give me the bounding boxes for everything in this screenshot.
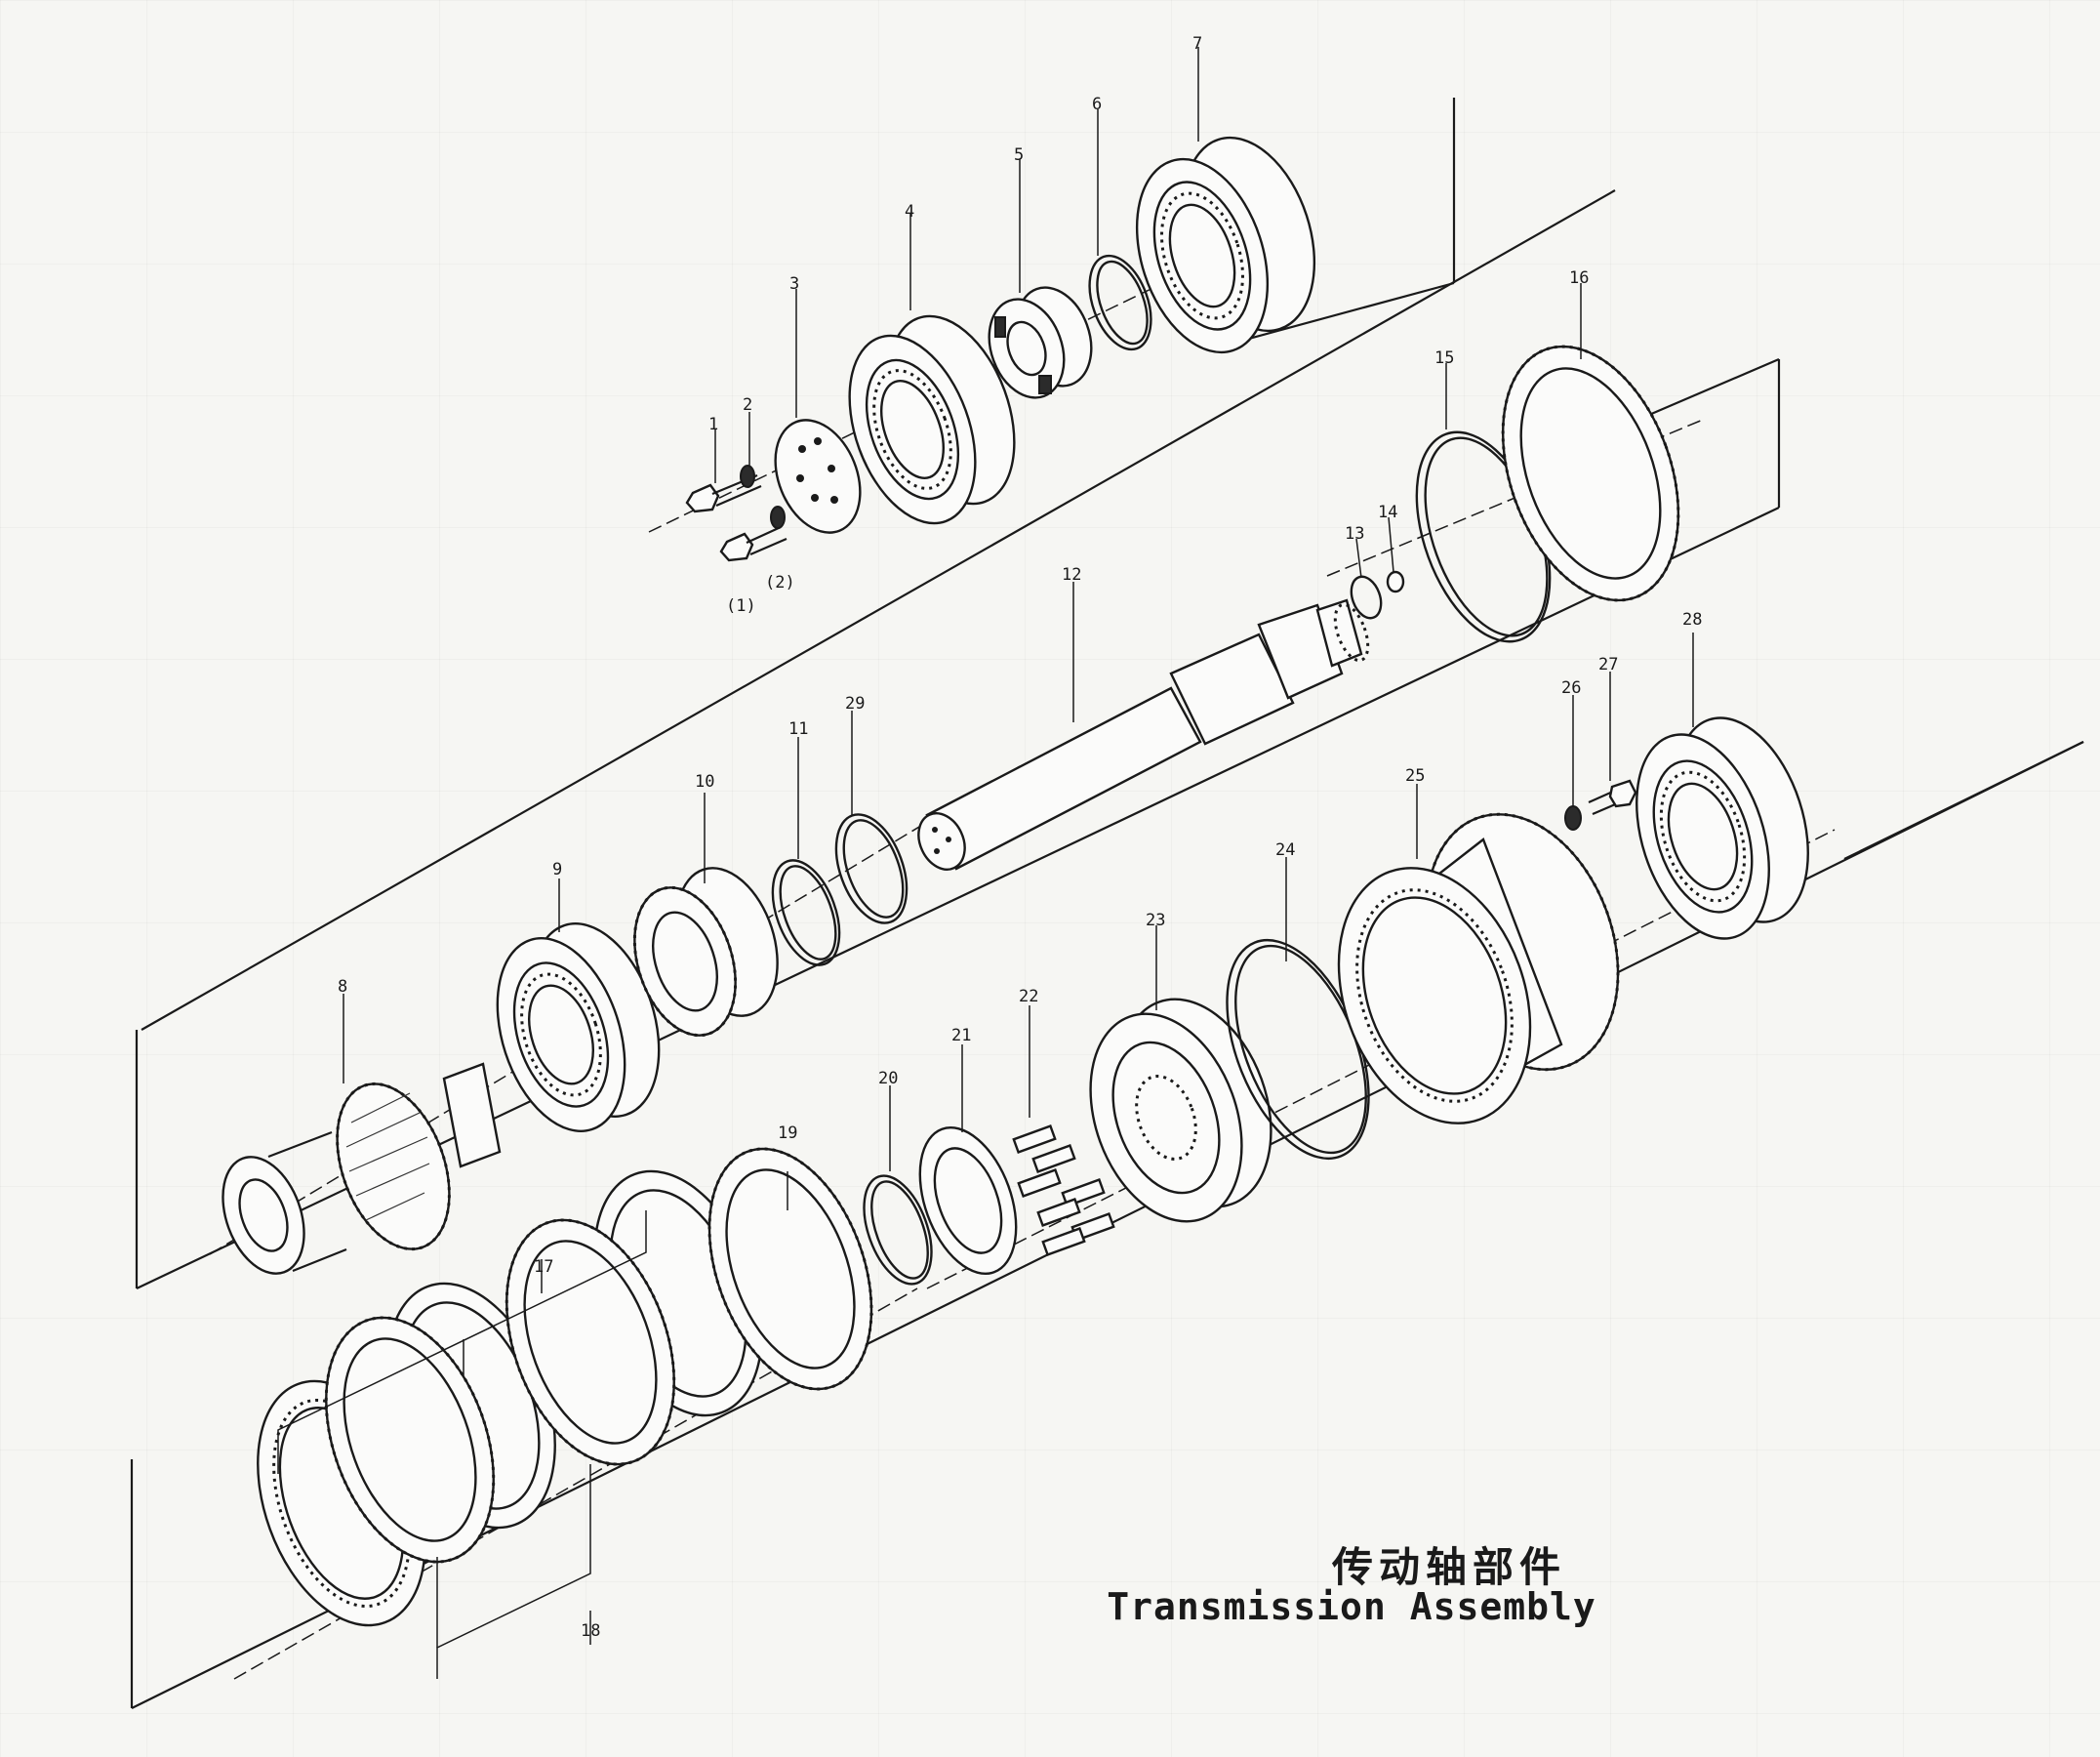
callout-10: 10 (695, 772, 714, 792)
part-18-steel-discs (324, 1218, 676, 1564)
part-23-piston (1089, 998, 1272, 1223)
callout-17: 17 (534, 1257, 553, 1277)
callout-13: 13 (1345, 524, 1364, 544)
callout-2: 2 (743, 395, 752, 415)
part-27-bolt (1588, 779, 1637, 816)
part-22-springs (1012, 1124, 1115, 1256)
callout-1: 1 (708, 415, 718, 434)
leader-lines (277, 47, 1694, 1679)
part-16-gear-ring (1501, 345, 1680, 602)
callout-7: 7 (1192, 34, 1202, 54)
part-2-washer (740, 465, 786, 529)
callout-24: 24 (1275, 840, 1295, 860)
callout-6: 6 (1092, 95, 1102, 114)
callout-25: 25 (1405, 766, 1425, 786)
part-5-hub (988, 286, 1093, 399)
part-3-plate (774, 419, 862, 534)
part-25-clutch-drum (1337, 812, 1620, 1124)
part-11-snap-ring (771, 859, 841, 966)
callout-15: 15 (1434, 348, 1454, 368)
callout-28: 28 (1682, 610, 1702, 630)
part-4-bearing (848, 314, 1016, 525)
part-29-snap-ring (834, 813, 909, 924)
callout-29: 29 (845, 694, 865, 714)
callout-12: 12 (1062, 565, 1081, 585)
part-10-spline-sleeve (632, 867, 779, 1038)
part-7-bearing (1135, 136, 1316, 354)
part-19-disc (707, 1147, 873, 1391)
part-14-nut (1386, 570, 1405, 593)
callout-14: 14 (1378, 503, 1397, 522)
callout-3: 3 (789, 274, 799, 294)
part-13-ring (1350, 575, 1383, 620)
callout-20: 20 (878, 1069, 898, 1088)
callout-labels: 1 2 3 4 5 6 7 8 9 10 11 12 13 14 15 16 1… (338, 34, 1702, 1641)
callout-22: 22 (1019, 987, 1038, 1006)
callout-8: 8 (338, 977, 347, 997)
title-english: Transmission Assembly (1107, 1585, 1596, 1628)
part-17-friction-discs (257, 1169, 763, 1627)
callout-26: 26 (1561, 678, 1581, 698)
part-6-snap-ring (1088, 254, 1152, 351)
part-12-main-shaft (917, 598, 1370, 871)
part-26-washer (1564, 805, 1582, 831)
callout-18: 18 (581, 1621, 600, 1641)
callout-9: 9 (552, 860, 562, 879)
callout-27: 27 (1598, 655, 1618, 674)
callout-sub-2: (2) (765, 573, 795, 592)
part-28-bearing (1636, 716, 1809, 940)
callout-23: 23 (1146, 911, 1165, 930)
callout-16: 16 (1569, 268, 1589, 288)
callout-4: 4 (905, 202, 914, 222)
part-8-pinion-gear (222, 1062, 502, 1275)
part-20-snap-ring (863, 1174, 933, 1286)
callout-21: 21 (951, 1026, 971, 1045)
callout-19: 19 (778, 1124, 797, 1143)
callout-sub-1: (1) (726, 596, 756, 616)
callout-5: 5 (1014, 145, 1024, 165)
title-chinese: 传动轴部件 (1331, 1543, 1566, 1591)
part-21-washer (918, 1125, 1018, 1276)
part-9-bearing (496, 922, 661, 1132)
callout-11: 11 (788, 719, 808, 739)
